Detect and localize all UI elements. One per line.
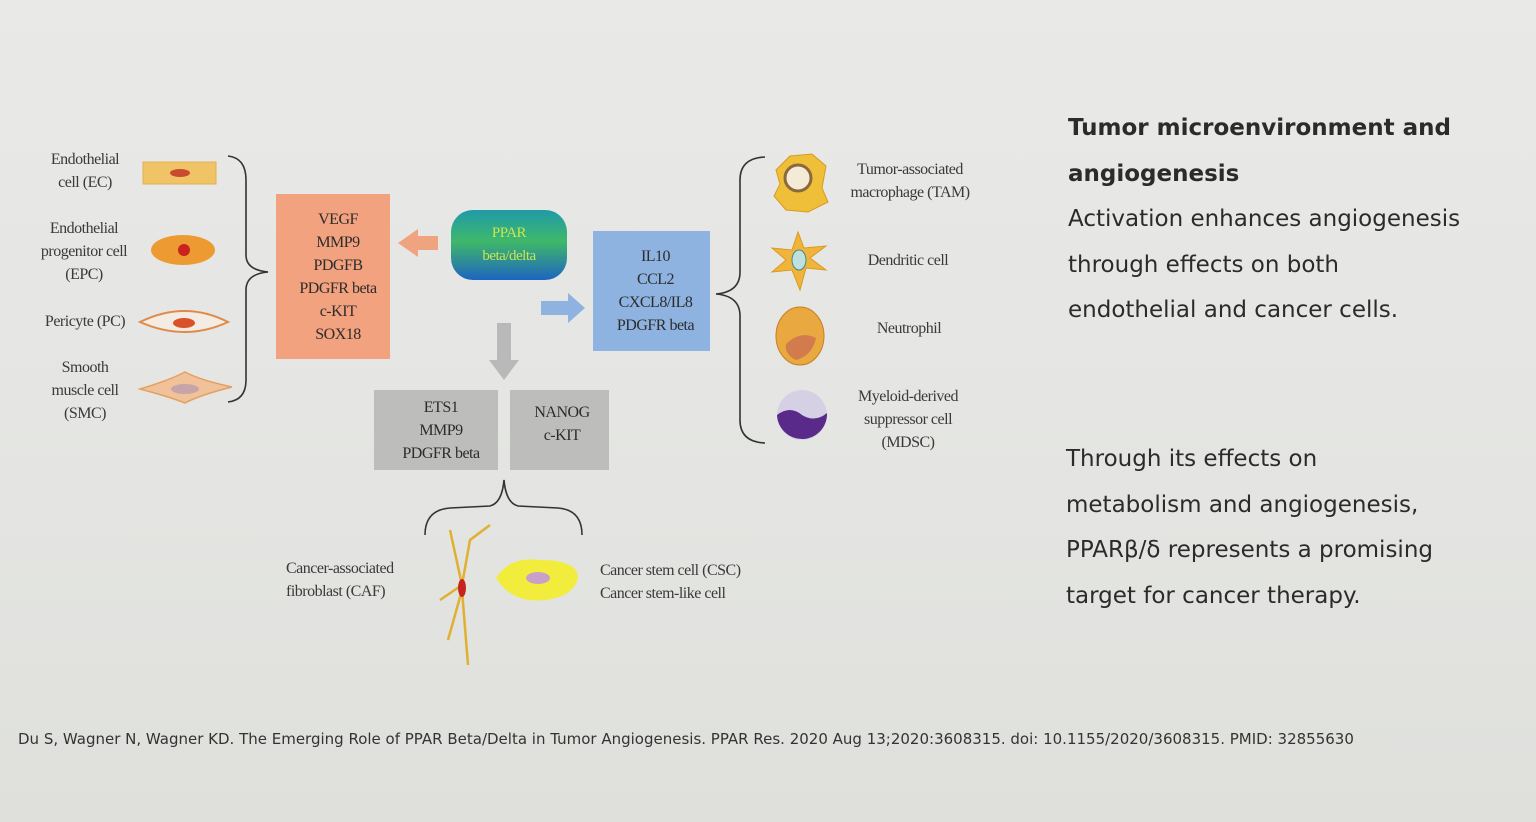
ppar-beta-delta-box: PPAR beta/delta <box>451 210 567 280</box>
label-caf: Cancer-associated fibroblast (CAF) <box>286 557 394 603</box>
box-line: SOX18 <box>315 325 361 343</box>
label-line: Smooth <box>61 359 109 376</box>
smooth-muscle-cell-icon <box>137 371 233 404</box>
gray-box-2-bg <box>510 390 609 470</box>
label-line: (EPC) <box>65 266 103 283</box>
gray-box-nanog: NANOG c-KIT <box>510 390 614 458</box>
label-line: Endothelial <box>50 151 120 168</box>
side-text-block-1: Tumor microenvironment and angiogenesis … <box>1068 106 1460 334</box>
citation: Du S, Wagner N, Wagner KD. The Emerging … <box>18 730 1354 748</box>
box-line: IL10 <box>640 248 671 265</box>
arrow-left-icon <box>398 229 438 257</box>
macrophage-icon <box>773 153 829 213</box>
label-line: (MDSC) <box>881 434 935 451</box>
label-line: Cancer-associated <box>286 560 394 577</box>
bottom-brace <box>424 479 583 536</box>
box-line: MMP9 <box>419 421 463 439</box>
label-neutrophil: Neutrophil <box>830 317 988 340</box>
side-line: Activation enhances angiogenesis <box>1068 206 1461 232</box>
box-line: PDGFR beta <box>616 317 695 334</box>
orange-box-bg <box>276 194 390 359</box>
label-dendritic-cell: Dendritic cell <box>830 249 986 272</box>
arrow-right-icon <box>541 293 585 323</box>
box-line: VEGF <box>318 210 358 228</box>
side-line: target for cancer therapy. <box>1066 582 1361 609</box>
label-pericyte: Pericyte (PC) <box>30 310 140 333</box>
label-line: Tumor-associated <box>857 161 963 178</box>
side-line: through effects on both <box>1068 251 1340 278</box>
side-heading: Tumor microenvironment and <box>1068 115 1451 141</box>
box-line: CCL2 <box>636 271 675 288</box>
label-line: progenitor cell <box>40 243 128 260</box>
side-line: metabolism and angiogenesis, <box>1066 491 1419 518</box>
label-line: Myeloid-derived <box>857 388 959 405</box>
label-csc: Cancer stem cell (CSC) Cancer stem-like … <box>600 559 741 605</box>
box-line: PDGFR beta <box>402 444 480 462</box>
blue-box-bg <box>593 231 710 351</box>
label-line: fibroblast (CAF) <box>286 583 386 600</box>
label-endothelial-cell: Endothelial cell (EC) <box>30 148 140 194</box>
label-mdsc: Myeloid-derived suppressor cell (MDSC) <box>830 385 986 454</box>
cancer-stem-cell-icon <box>496 559 578 601</box>
label-line: (SMC) <box>64 405 106 422</box>
box-line: PDGFB <box>313 256 363 274</box>
label-line: Dendritic cell <box>867 252 949 269</box>
box-line: NANOG <box>534 404 590 421</box>
box-line: ETS1 <box>423 398 459 416</box>
left-brace <box>227 155 269 403</box>
gray-box-1-bg <box>374 390 498 470</box>
gray-box-ets1: ETS1 MMP9 PDGFR beta <box>374 390 508 470</box>
endothelial-cell-icon <box>142 161 217 185</box>
arrow-down-icon <box>489 323 519 380</box>
label-line: Cancer stem-like cell <box>600 585 726 602</box>
box-line: PPAR <box>491 225 527 241</box>
label-line: macrophage (TAM) <box>850 184 970 201</box>
box-line: PDGFR beta <box>299 279 377 297</box>
label-line: cell (EC) <box>58 174 112 191</box>
right-brace <box>715 156 766 444</box>
ppar-box-bg <box>451 210 567 280</box>
label-tam: Tumor-associated macrophage (TAM) <box>830 158 990 204</box>
pericyte-icon <box>137 310 231 333</box>
mdsc-icon <box>777 390 828 440</box>
side-text-block-2: Through its effects on metabolism and an… <box>1066 437 1433 619</box>
side-line: PPARβ/δ represents a promising <box>1066 537 1433 563</box>
box-line: MMP9 <box>316 233 360 251</box>
fibroblast-icon <box>439 524 491 666</box>
label-line: Pericyte (PC) <box>44 313 126 330</box>
box-line: c-KIT <box>543 427 581 444</box>
side-heading: angiogenesis <box>1068 160 1240 187</box>
dendritic-cell-icon <box>770 230 828 292</box>
label-epc: Endothelial progenitor cell (EPC) <box>28 217 140 286</box>
label-line: suppressor cell <box>863 411 953 428</box>
diagram-graphics <box>137 153 829 666</box>
label-line: Endothelial <box>49 220 119 237</box>
epc-icon <box>151 235 215 265</box>
side-line: endothelial and cancer cells. <box>1068 297 1399 323</box>
cytokines-box: IL10 CCL2 CXCL8/IL8 PDGFR beta <box>593 231 718 351</box>
neutrophil-icon <box>775 306 825 366</box>
label-line: Neutrophil <box>876 320 942 337</box>
label-smc: Smooth muscle cell (SMC) <box>30 356 140 425</box>
side-line: Through its effects on <box>1066 446 1318 472</box>
box-line: c-KIT <box>319 302 357 320</box>
angiogenic-factors-box: VEGF MMP9 PDGFB PDGFR beta c-KIT SOX18 <box>276 194 400 359</box>
label-line: muscle cell <box>51 382 119 399</box>
label-line: Cancer stem cell (CSC) <box>600 562 741 579</box>
box-line: beta/delta <box>482 248 536 264</box>
box-line: CXCL8/IL8 <box>618 294 693 311</box>
